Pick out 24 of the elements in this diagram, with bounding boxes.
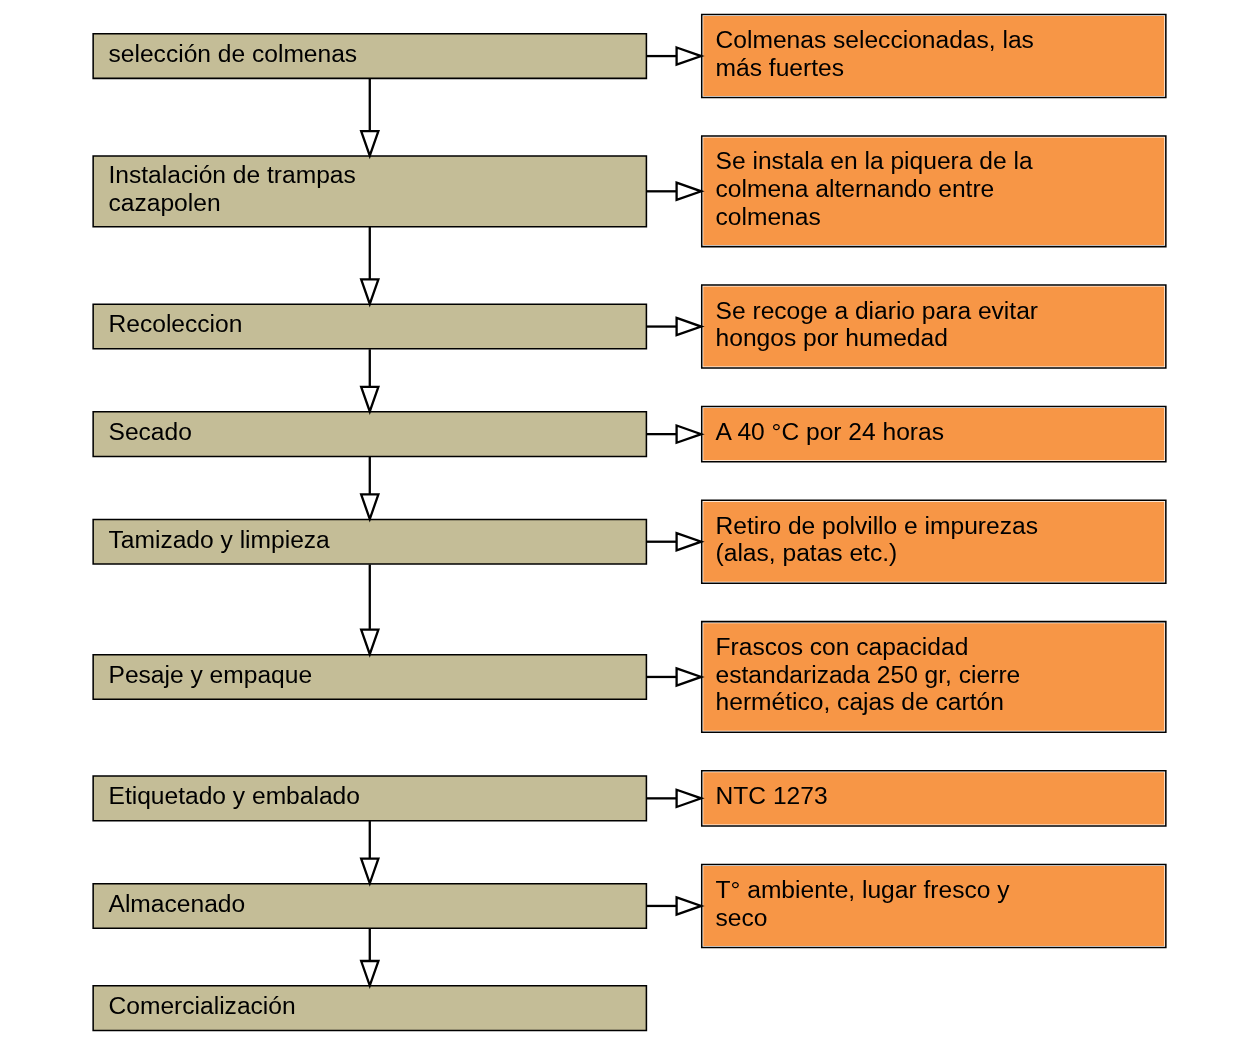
arrow — [646, 45, 705, 67]
arrow — [646, 181, 705, 202]
arrow — [646, 531, 705, 552]
arrow — [359, 349, 380, 415]
arrow — [646, 423, 705, 445]
arrow — [359, 928, 380, 990]
node-box: Pesaje y empaque — [92, 653, 648, 700]
arrow — [359, 821, 380, 887]
node-box: Recoleccion — [92, 303, 648, 350]
node-box: Instalación de trampas cazapolen — [92, 155, 648, 228]
arrow — [646, 666, 705, 688]
node-box: Secado — [92, 411, 648, 458]
node-box: Etiquetado y embalado — [92, 775, 648, 822]
arrow — [359, 564, 380, 658]
node-box: selección de colmenas — [92, 33, 648, 80]
node-box: Comercialización — [92, 985, 648, 1032]
arrow — [646, 895, 705, 917]
arrow — [646, 316, 705, 337]
node-box: Tamizado y limpieza — [92, 518, 648, 565]
arrow — [359, 78, 380, 160]
arrow — [359, 226, 380, 308]
arrow — [359, 456, 380, 523]
node-box: Almacenado — [92, 882, 648, 929]
arrow — [646, 788, 705, 809]
